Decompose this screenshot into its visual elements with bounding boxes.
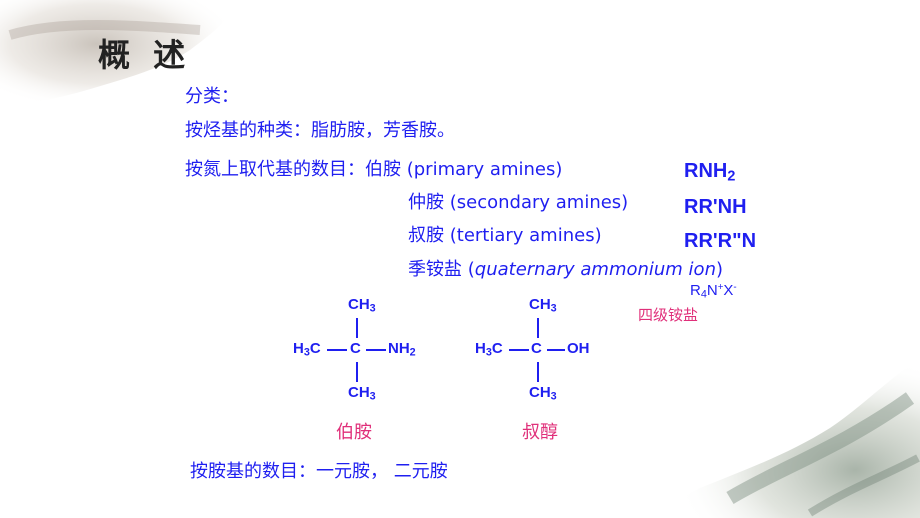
classification-by-amino-count: 按胺基的数目：一元胺， 二元胺 bbox=[190, 461, 448, 482]
struct-left-right: NH2 bbox=[388, 340, 416, 359]
substitution-prefix: 按氮上取代基的数目： bbox=[185, 159, 365, 180]
bond-left bbox=[327, 349, 347, 351]
bond-right bbox=[547, 349, 565, 351]
bond-bottom bbox=[537, 362, 539, 382]
classification-label: 分类： bbox=[185, 86, 239, 107]
structure-tert-butylamine: CH3 H3C C NH2 CH3 bbox=[290, 292, 440, 407]
quaternary-caption: 四级铵盐 bbox=[638, 306, 699, 324]
struct-left-top: CH3 bbox=[348, 296, 376, 315]
struct-right-center: C bbox=[531, 340, 542, 357]
ink-wash-bottom-right bbox=[660, 358, 920, 518]
caption-primary-amine: 伯胺 bbox=[336, 422, 372, 443]
secondary-amine-line: 仲胺 (secondary amines) bbox=[408, 188, 628, 214]
classification-by-substitution: 按氮上取代基的数目：伯胺 (primary amines) bbox=[185, 155, 562, 181]
bond-bottom bbox=[356, 362, 358, 382]
struct-right-bottom: CH3 bbox=[529, 384, 557, 403]
tertiary-amine-line: 叔胺 (tertiary amines) bbox=[408, 221, 602, 247]
formula-tertiary: RR'R"N bbox=[684, 230, 757, 252]
secondary-en: (secondary amines) bbox=[449, 192, 629, 213]
tertiary-cn: 叔胺 bbox=[408, 225, 444, 246]
formula-quaternary: R4N+X- bbox=[690, 282, 737, 301]
struct-right-top: CH3 bbox=[529, 296, 557, 315]
bond-left bbox=[509, 349, 529, 351]
struct-left-center: C bbox=[350, 340, 361, 357]
quaternary-cn: 季铵盐 bbox=[408, 259, 462, 280]
primary-cn: 伯胺 bbox=[365, 159, 401, 180]
bond-top bbox=[537, 318, 539, 338]
secondary-cn: 仲胺 bbox=[408, 192, 444, 213]
primary-en: (primary amines) bbox=[406, 159, 563, 180]
tertiary-en: (tertiary amines) bbox=[449, 225, 602, 246]
struct-right-left: H3C bbox=[475, 340, 503, 359]
quaternary-en: quaternary ammonium ion bbox=[474, 259, 716, 280]
classification-by-hydrocarbon: 按烃基的种类：脂肪胺，芳香胺。 bbox=[185, 120, 455, 141]
struct-right-right: OH bbox=[567, 340, 590, 357]
caption-tertiary-alcohol: 叔醇 bbox=[522, 422, 558, 443]
quaternary-line: 季铵盐 (quaternary ammonium ion) bbox=[408, 259, 724, 280]
struct-left-left: H3C bbox=[293, 340, 321, 359]
page-title: 概 述 bbox=[98, 36, 192, 74]
struct-left-bottom: CH3 bbox=[348, 384, 376, 403]
formula-primary: RNH2 bbox=[684, 160, 736, 185]
formula-secondary: RR'NH bbox=[684, 196, 747, 218]
bond-right bbox=[366, 349, 386, 351]
bond-top bbox=[356, 318, 358, 338]
ink-wash-top-left bbox=[0, 0, 240, 110]
structure-tert-butanol: CH3 H3C C OH CH3 bbox=[473, 292, 603, 407]
